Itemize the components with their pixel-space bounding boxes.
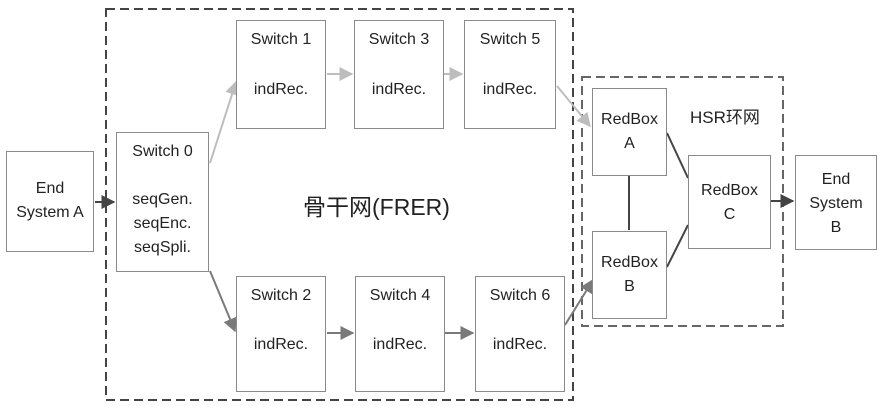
- switch-1-title: Switch 1: [237, 31, 325, 49]
- switch-5-func: indRec.: [465, 81, 555, 99]
- link-redboxA-redboxC: [667, 133, 688, 178]
- redbox-b: RedBox B: [592, 231, 667, 319]
- switch-0-func-seqenc: seqEnc.: [117, 212, 208, 236]
- end-system-b-line2: System: [796, 192, 876, 216]
- end-system-a: End System A: [6, 151, 94, 252]
- switch-6: Switch 6 indRec.: [475, 276, 565, 392]
- hsr-label: HSR环网: [690, 103, 760, 128]
- redbox-b-line1: RedBox: [593, 251, 666, 275]
- switch-4: Switch 4 indRec.: [355, 276, 445, 392]
- switch-6-func: indRec.: [476, 336, 564, 354]
- switch-0-func-seqgen: seqGen.: [117, 188, 208, 212]
- redbox-c: RedBox C: [688, 155, 771, 249]
- switch-3: Switch 3 indRec.: [354, 20, 444, 129]
- redbox-b-line2: B: [593, 275, 666, 299]
- switch-2-func: indRec.: [237, 336, 325, 354]
- switch-3-title: Switch 3: [355, 31, 443, 49]
- switch-1: Switch 1 indRec.: [236, 20, 326, 129]
- redbox-a-line1: RedBox: [593, 108, 666, 132]
- switch-2: Switch 2 indRec.: [236, 276, 326, 392]
- switch-3-func: indRec.: [355, 81, 443, 99]
- switch-5-title: Switch 5: [465, 31, 555, 49]
- redbox-a: RedBox A: [592, 88, 667, 176]
- switch-6-title: Switch 6: [476, 287, 564, 305]
- switch-2-title: Switch 2: [237, 287, 325, 305]
- end-system-b: End System B: [795, 155, 877, 250]
- switch-1-func: indRec.: [237, 81, 325, 99]
- switch-0: Switch 0 seqGen. seqEnc. seqSpli.: [116, 132, 209, 272]
- switch-0-func-seqspli: seqSpli.: [117, 236, 208, 260]
- redbox-c-line1: RedBox: [689, 179, 770, 203]
- switch-4-func: indRec.: [356, 336, 444, 354]
- switch-4-title: Switch 4: [356, 287, 444, 305]
- arrow-sw0-sw1: [210, 82, 236, 163]
- switch-0-title: Switch 0: [117, 143, 208, 161]
- end-system-b-line1: End: [796, 168, 876, 192]
- end-system-a-line2: System A: [7, 201, 93, 225]
- end-system-a-line1: End: [7, 177, 93, 201]
- link-redboxB-redboxC: [667, 225, 688, 267]
- arrow-sw6-redboxB: [565, 280, 593, 325]
- end-system-b-line3: B: [796, 216, 876, 240]
- arrow-sw0-sw2: [210, 271, 235, 331]
- redbox-a-line2: A: [593, 132, 666, 156]
- backbone-label: 骨干网(FRER): [303, 188, 450, 222]
- redbox-c-line2: C: [689, 203, 770, 227]
- switch-5: Switch 5 indRec.: [464, 20, 556, 129]
